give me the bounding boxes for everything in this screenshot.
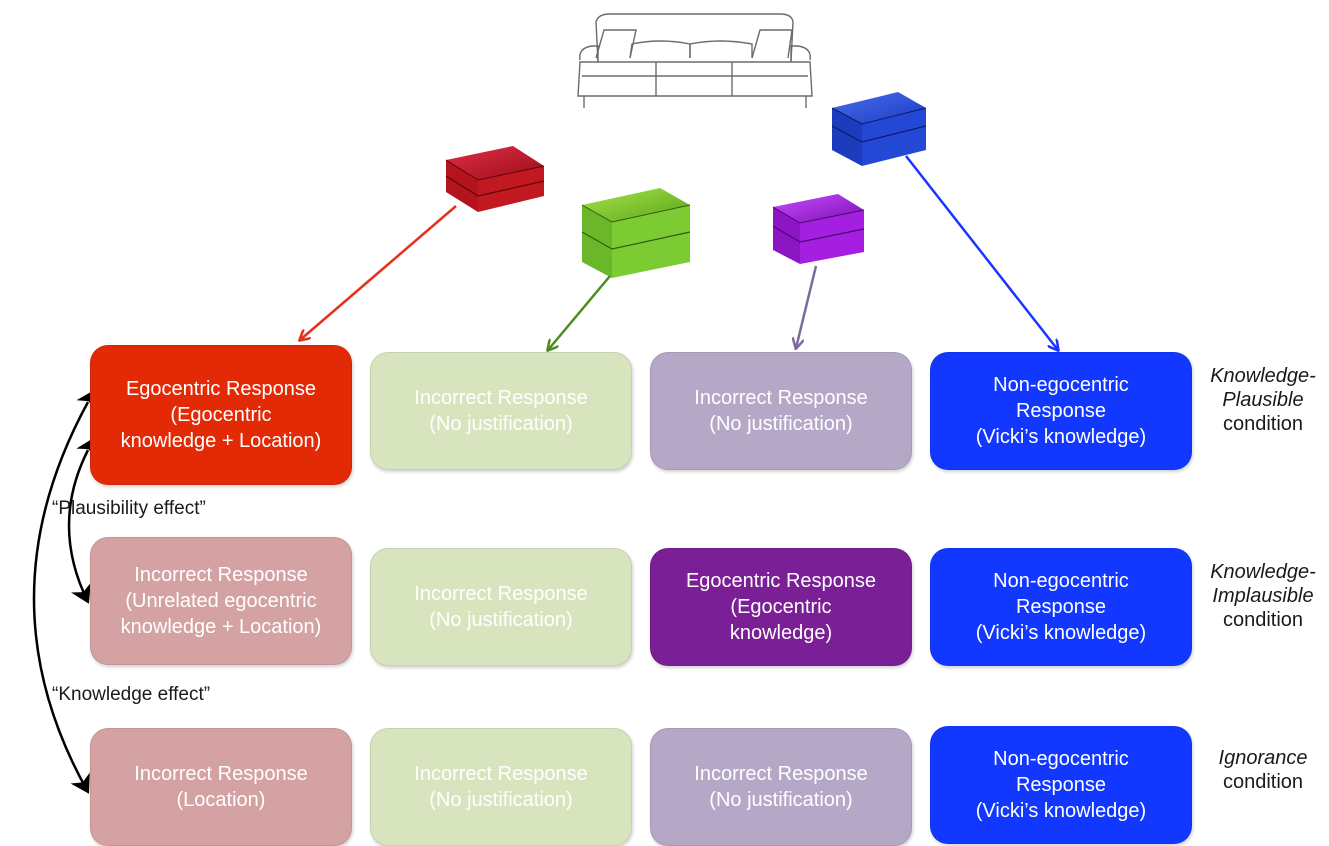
green-arrow <box>548 275 611 350</box>
response-box-row2-col1: Incorrect Response (Unrelated egocentric… <box>90 537 352 665</box>
knowledge-effect-label: “Knowledge effect” <box>52 684 211 705</box>
blue-box-icon <box>831 92 927 166</box>
response-box-row1-col2: Incorrect Response (No justification) <box>370 352 632 470</box>
response-box-row2-col3: Egocentric Response (Egocentric knowledg… <box>650 548 912 666</box>
plausibility-effect-arrow <box>67 437 97 604</box>
response-box-row2-col2: Incorrect Response (No justification) <box>370 548 632 666</box>
response-box-row1-col4: Non-egocentric Response (Vicki’s knowled… <box>930 352 1192 470</box>
condition-label-row1: Knowledge- Plausible condition <box>1210 365 1316 435</box>
green-box-icon <box>581 188 691 278</box>
purple-box-icon <box>772 194 865 264</box>
red-arrow <box>300 205 457 340</box>
response-box-row1-col3: Incorrect Response (No justification) <box>650 352 912 470</box>
condition-label-row3: Ignorance condition <box>1218 747 1308 793</box>
condition-label-row2: Knowledge- Implausible condition <box>1210 561 1316 631</box>
response-box-row3-col3: Incorrect Response (No justification) <box>650 728 912 846</box>
response-box-row3-col2: Incorrect Response (No justification) <box>370 728 632 846</box>
blue-arrow <box>905 155 1058 350</box>
response-box-row1-col1: Egocentric Response (Egocentric knowledg… <box>90 345 352 485</box>
response-box-row3-col1: Incorrect Response (Location) <box>90 728 352 846</box>
response-box-row3-col4: Non-egocentric Response (Vicki’s knowled… <box>930 726 1192 844</box>
plausibility-effect-label: “Plausibility effect” <box>52 498 206 519</box>
red-box-icon <box>445 146 545 212</box>
knowledge-effect-arrow <box>32 389 96 794</box>
purple-arrow <box>796 265 818 348</box>
response-box-row2-col4: Non-egocentric Response (Vicki’s knowled… <box>930 548 1192 666</box>
sofa-icon <box>577 13 813 108</box>
